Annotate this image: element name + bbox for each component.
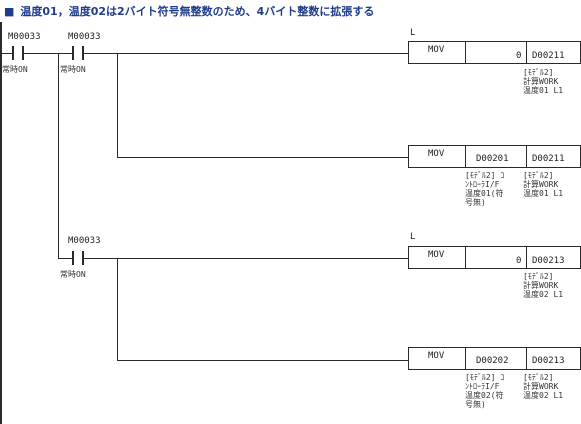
mov-1-dst-comment-3: 温度01 L1 — [523, 86, 564, 95]
mov-4-src-comment-1: [ﾓﾃﾞﾙ2] ｺ — [465, 373, 505, 382]
contact-2-comment: 常時ON — [60, 65, 86, 74]
contact-1-right-bar[interactable] — [22, 46, 24, 60]
mov-4-src[interactable]: D00202 — [476, 356, 509, 366]
mov-2-dst-comment-1: [ﾓﾃﾞﾙ2] — [523, 171, 554, 180]
branch-vertical-2 — [117, 53, 118, 157]
mov-2-divider-b — [526, 146, 527, 167]
contact-2-right-bar[interactable] — [82, 46, 84, 60]
contact-3-comment: 常時ON — [60, 270, 86, 279]
mov-2-dst[interactable]: D00211 — [532, 154, 565, 164]
mov-1-divider-a — [465, 42, 466, 63]
mov-2-src-comment-1: [ﾓﾃﾞﾙ2] ｺ — [465, 171, 505, 180]
contact-2-left-bar[interactable] — [72, 46, 74, 60]
rung2-marker: L — [410, 232, 416, 242]
mov-1-dst[interactable]: D00211 — [532, 51, 565, 61]
mov-2-dst-comment-3: 温度01 L1 — [523, 189, 564, 198]
rung1-line-c — [84, 53, 408, 54]
mov-3-divider-a — [465, 247, 466, 268]
mov-2-src-comment-3: 温度01(符 — [465, 189, 504, 198]
mov-1-src[interactable]: 0 — [516, 51, 522, 61]
mov-4-dst-comment-3: 温度02 L1 — [523, 391, 564, 400]
rung2-line-a — [58, 258, 72, 259]
mov-4-divider-b — [526, 348, 527, 369]
mov-3-dst-comment-2: 計算WORK — [523, 281, 559, 290]
contact-2-device[interactable]: M00033 — [68, 32, 101, 42]
square-bullet-icon: ■ — [4, 5, 15, 18]
mov-4-dst-comment-2: 計算WORK — [523, 382, 559, 391]
contact-3-left-bar[interactable] — [72, 251, 74, 265]
mov-1-dst-comment-1: [ﾓﾃﾞﾙ2] — [523, 68, 554, 77]
rung1-branch-line — [117, 157, 408, 158]
mov-3-dst-comment-3: 温度02 L1 — [523, 290, 564, 299]
mov-3-op: MOV — [428, 250, 445, 260]
mov-instruction-2[interactable] — [408, 145, 581, 168]
mov-2-src[interactable]: D00201 — [476, 154, 509, 164]
mov-instruction-4[interactable] — [408, 347, 581, 370]
mov-2-src-comment-2: ﾝﾄﾛｰﾗI/F — [465, 180, 500, 189]
mov-4-op: MOV — [428, 351, 445, 361]
mov-4-dst-comment-1: [ﾓﾃﾞﾙ2] — [523, 373, 554, 382]
contact-3-right-bar[interactable] — [82, 251, 84, 265]
rung2-line-b — [84, 258, 408, 259]
mov-4-src-comment-3: 温度02(符 — [465, 391, 504, 400]
mov-instruction-3[interactable] — [408, 246, 581, 269]
mov-2-divider-a — [465, 146, 466, 167]
mov-1-divider-b — [526, 42, 527, 63]
title-text: 温度01，温度02は2バイト符号無整数のため、4バイト整数に拡張する — [20, 5, 375, 18]
rung1-line-b — [24, 53, 72, 54]
contact-1-left-bar[interactable] — [12, 46, 14, 60]
mov-4-src-comment-2: ﾝﾄﾛｰﾗI/F — [465, 382, 500, 391]
mov-instruction-1[interactable] — [408, 41, 581, 64]
left-power-rail — [0, 22, 2, 424]
mov-4-src-comment-4: 号無) — [465, 400, 486, 409]
mov-1-op: MOV — [428, 45, 445, 55]
mov-2-dst-comment-2: 計算WORK — [523, 180, 559, 189]
mov-2-op: MOV — [428, 149, 445, 159]
mov-4-dst[interactable]: D00213 — [532, 356, 565, 366]
rung1-marker: L — [410, 28, 416, 38]
mov-3-divider-b — [526, 247, 527, 268]
mov-3-src[interactable]: 0 — [516, 256, 522, 266]
mov-3-dst[interactable]: D00213 — [532, 256, 565, 266]
rung2-branch-line — [117, 360, 408, 361]
mov-3-dst-comment-1: [ﾓﾃﾞﾙ2] — [523, 272, 554, 281]
mov-4-divider-a — [465, 348, 466, 369]
contact-3-device[interactable]: M00033 — [68, 236, 101, 246]
branch-vertical-1 — [58, 53, 59, 258]
contact-1-device[interactable]: M00033 — [8, 32, 41, 42]
rung1-line-a — [2, 53, 12, 54]
contact-1-comment: 常時ON — [2, 65, 28, 74]
mov-1-dst-comment-2: 計算WORK — [523, 77, 559, 86]
branch-vertical-3 — [117, 258, 118, 360]
mov-2-src-comment-4: 号無) — [465, 198, 486, 207]
rung-title: ■ 温度01，温度02は2バイト符号無整数のため、4バイト整数に拡張する — [4, 3, 374, 19]
